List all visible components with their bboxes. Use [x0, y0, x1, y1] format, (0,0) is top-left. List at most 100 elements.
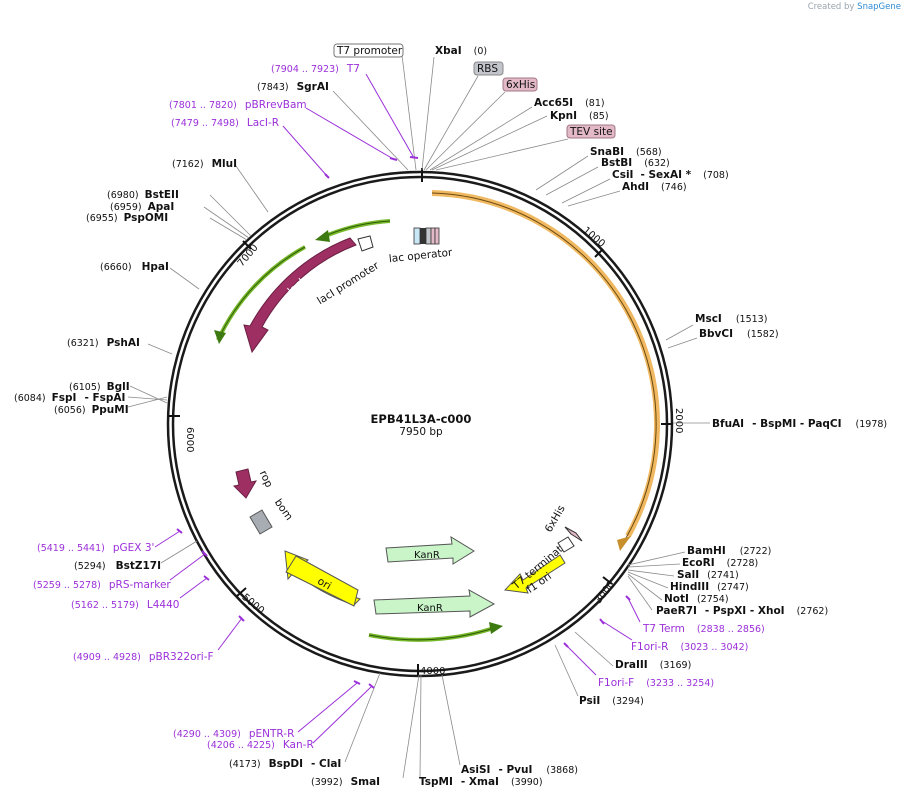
site-bamhi: BamHI(2722) [687, 545, 771, 557]
rop-label: rop [257, 469, 275, 490]
site-bbvci: BbvCI(1582) [699, 328, 779, 340]
site-sgrai: (7843)SgrAI [257, 81, 329, 93]
credit-brand: SnapGene [857, 2, 901, 12]
tick-label-3000: 3000 [593, 579, 617, 606]
green-arc-upper [322, 219, 391, 239]
f1-ori-arrow [503, 554, 566, 594]
boxed-feature-t7-promoter: T7 promoter [333, 43, 404, 58]
lacI-promoter-label: lacI promoter [315, 259, 382, 307]
site-kpni: KpnI(85) [550, 110, 609, 122]
tick-3000 [602, 576, 613, 585]
site-bstz17i: (5294)BstZ17I [74, 560, 161, 572]
boxed-feature-label: RBS [477, 63, 498, 75]
plasmid-name: EPB41L3A-c000 [371, 412, 472, 426]
boxed-feature-6xhis: 6xHis [502, 77, 538, 92]
site-hindiii: HindIII(2747) [670, 581, 749, 593]
site-psii: PsiI(3294) [579, 695, 644, 707]
primer-f1ori-r: F1ori-R(3023 .. 3042) [631, 641, 748, 653]
t7-terminator-box [557, 536, 575, 553]
lacI-arrow [243, 237, 357, 354]
bom-label: bom [272, 497, 295, 523]
ori-arrow-body [285, 555, 359, 607]
site-labels: XbaI(0) Acc65I(81) KpnI(85) SnaBI(568) B… [14, 45, 887, 788]
boxed-feature-label: T7 promoter [336, 45, 403, 57]
site-noti: NotI(2754) [664, 593, 729, 605]
site-snabi: SnaBI(568) [590, 146, 662, 158]
boxed-feature-tev-site: TEV site [566, 124, 616, 139]
green-arrowhead-left [214, 330, 226, 344]
site-bsteii: (6980)BstEII [107, 189, 179, 201]
green-arrowhead-upper [315, 230, 330, 242]
snapgene-credit: Created by SnapGene [808, 2, 901, 12]
site-smai: (3992)SmaI [311, 776, 380, 788]
boxed-feature-label: 6xHis [506, 79, 535, 91]
site-pshai: (6321)PshAI [67, 337, 140, 349]
site-pspomi: (6955)PspOMI [86, 212, 168, 224]
primer-t7-term: T7 Term(2838 .. 2856) [642, 623, 765, 635]
primer-pbrrevbam: (7801 .. 7820)pBRrevBam [169, 99, 307, 111]
kanr-green-arc-core [368, 627, 495, 641]
site-fspi: (6084)FspI- FspAI [14, 392, 125, 404]
site-bgli: (6105)BglI [69, 381, 130, 393]
site-bfuai: BfuAI- BspMI - PaqCI(1978) [712, 418, 887, 430]
kanr-label-2: KanR [417, 603, 443, 614]
ori-label: ori [315, 575, 333, 592]
site-csii: CsiI- SexAI *(708) [612, 169, 729, 181]
site-bstbi: BstBI(632) [601, 157, 670, 169]
cds-arc-orange-core [431, 192, 657, 539]
primer-t7: (7904 .. 7923)T7 [271, 63, 360, 75]
primer-labels: (7904 .. 7923)T7 (7801 .. 7820)pBRrevBam… [33, 63, 765, 751]
site-bspdi: (4173)BspDI- ClaI [229, 758, 341, 770]
cds-arc-orange [431, 190, 660, 538]
site-xbai: XbaI(0) [435, 45, 487, 57]
plasmid-size: 7950 bp [399, 426, 443, 438]
lacI-promoter-box [357, 235, 374, 252]
primer-pentr-r: (4290 .. 4309)pENTR-R [173, 728, 294, 740]
site-ppumi: (6056)PpuMI [54, 404, 129, 416]
boxed-feature-label: TEV site [569, 126, 613, 138]
tick-7000 [242, 240, 252, 250]
primer-laci-r: (7479 .. 7498)LacI-R [171, 117, 279, 129]
site-tspmi: TspMI- XmaI(3990) [419, 776, 543, 788]
site-ecori: EcoRI(2728) [682, 557, 758, 569]
site-mlui: (7162)MluI [172, 158, 237, 170]
site-hpai: (6660)HpaI [100, 261, 169, 273]
tick-label-2000: 2000 [673, 408, 684, 433]
primer-f1ori-f: F1ori-F(3233 .. 3254) [598, 677, 714, 689]
tick-label-1000: 1000 [580, 225, 607, 250]
kanr-label-1: KanR [414, 550, 440, 561]
site-msci: MscI(1513) [695, 313, 767, 325]
primer-marks [154, 73, 641, 744]
site-draiii: DraIII(3169) [615, 659, 691, 671]
kanr-green-arrowhead [489, 622, 503, 634]
boxed-feature-rbs: RBS [473, 61, 504, 76]
primer-pbr322ori-f: (4909 .. 4928)pBR322ori-F [73, 651, 214, 663]
site-sali: SalI(2741) [677, 569, 739, 581]
primer-l4440: (5162 .. 5179)L4440 [71, 599, 179, 611]
credit-prefix: Created by [807, 2, 855, 12]
green-arc-left-core [217, 246, 306, 341]
site-acc65i: Acc65I(81) [534, 97, 605, 109]
lac-operator-label: lac operator [388, 247, 453, 266]
sixhis-inner-label: 6xHis [543, 503, 568, 534]
site-paer7i: PaeR7I- PspXI - XhoI(2762) [656, 605, 828, 617]
primer-pgex3: (5419 .. 5441)pGEX 3' [37, 542, 154, 554]
kanr-arrow-1 [385, 536, 475, 565]
site-apai: (6959)ApaI [110, 201, 174, 213]
bom-box [249, 509, 273, 535]
lac-operator-cluster [413, 227, 440, 245]
primer-prs-marker: (5259 .. 5278)pRS-marker [33, 579, 171, 591]
site-ahdi: AhdI(746) [622, 181, 687, 193]
sixhis-arrow-inner [564, 526, 583, 542]
tick-1000 [594, 248, 604, 258]
tick-5000 [236, 587, 247, 597]
cds-arrowhead [617, 536, 631, 551]
kanr-arrow-2 [373, 589, 496, 618]
leaders [127, 54, 710, 779]
tick-label-6000: 6000 [184, 427, 195, 452]
rop-arrow [232, 468, 257, 499]
site-asisi: AsiSI- PvuI(3868) [461, 764, 578, 776]
tick-label-4000: 4000 [420, 666, 445, 677]
primer-kan-r: (4206 .. 4225)Kan-R [207, 739, 314, 751]
